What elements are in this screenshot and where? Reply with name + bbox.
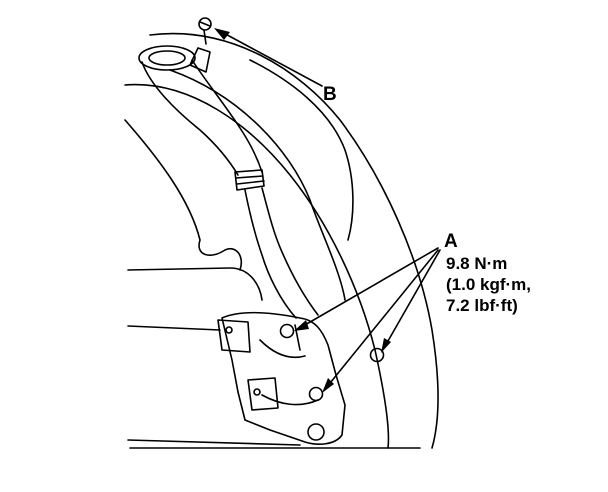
bolt-a-lower — [308, 386, 324, 402]
leader-a-right — [383, 249, 441, 349]
bolt-a-lower-flange — [253, 388, 261, 396]
torque-spec-line: 9.8 N·m — [446, 254, 508, 273]
reservoir-lower-flange — [247, 377, 279, 411]
filler-neck-lower-left — [244, 189, 297, 319]
wheel-well-lip — [169, 69, 346, 301]
torque-spec-line: (1.0 kgf·m, — [446, 275, 532, 294]
grommet-ring — [235, 175, 265, 185]
fender-outer-contour — [149, 32, 439, 449]
filler-cap — [138, 45, 196, 71]
leader-a-upper — [297, 247, 439, 330]
filler-neck-lower-right — [261, 187, 319, 316]
torque-spec: 9.8 N·m (1.0 kgf·m, 7.2 lbf·ft) — [446, 253, 531, 316]
reservoir-mount-flange — [217, 319, 251, 353]
callout-label-a: A — [444, 231, 458, 252]
callout-label-b: B — [323, 84, 337, 105]
grommet — [234, 169, 265, 191]
filler-neck-tube-right — [191, 59, 263, 173]
bolt-a-upper — [279, 323, 295, 339]
leader-b — [217, 29, 323, 87]
fender-inner-contour — [124, 83, 390, 449]
arrowhead-b — [214, 28, 230, 40]
torque-spec-line: 7.2 lbf·ft) — [446, 296, 518, 315]
fender-flange — [249, 59, 354, 241]
screw-b — [198, 17, 212, 31]
filler-cap-inner — [148, 50, 186, 66]
body-panel-edge — [127, 267, 263, 301]
arrowhead-a-right — [381, 338, 391, 353]
reservoir-ribs — [259, 324, 319, 406]
screw-b-slot — [199, 21, 211, 45]
leader-a-lower — [325, 249, 439, 389]
filler-neck-tube-left — [141, 61, 239, 176]
arrowhead-a-upper — [294, 320, 309, 331]
bracket-b — [189, 47, 211, 73]
reservoir-body — [221, 311, 346, 445]
bolt-a-right — [369, 347, 385, 363]
reservoir-pump-grommet — [307, 423, 325, 441]
frame-rail — [127, 325, 421, 449]
bolt-a-upper-flange — [225, 326, 233, 334]
body-panel — [124, 119, 243, 271]
arrowhead-a-lower — [322, 378, 334, 393]
